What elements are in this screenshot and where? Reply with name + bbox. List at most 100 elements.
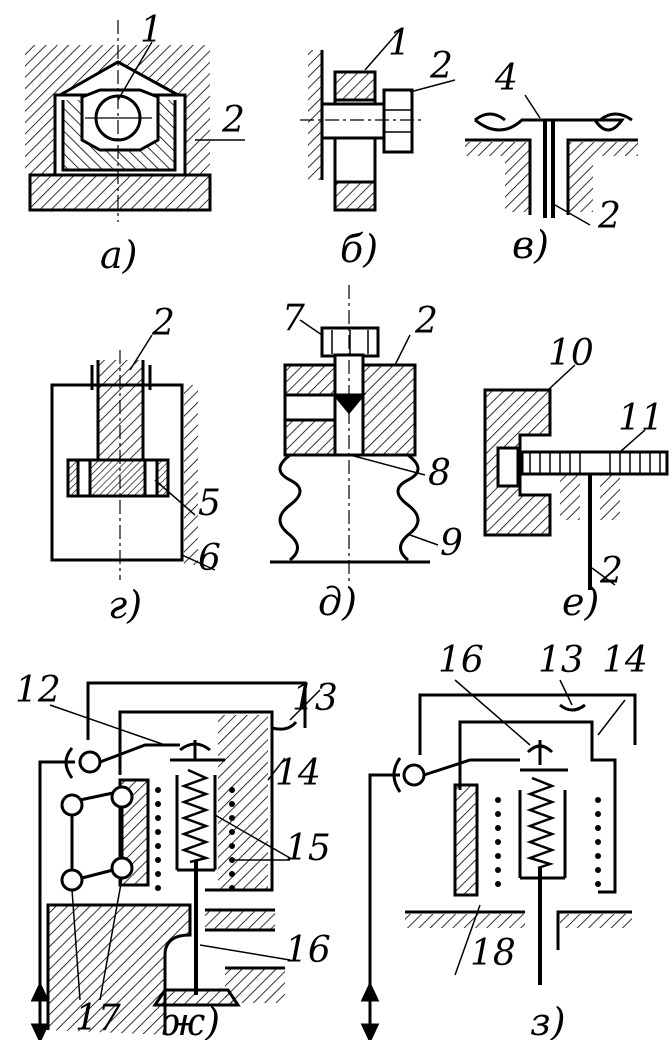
figure-g bbox=[50, 334, 216, 580]
leader-d-8 bbox=[349, 454, 426, 476]
leader-z-16 bbox=[454, 679, 531, 746]
label-zh-15: 15 bbox=[285, 828, 331, 869]
figure-zh-valve-disk bbox=[152, 988, 241, 1007]
leader-z-14 bbox=[597, 699, 626, 736]
figure-zh-pivot-3 bbox=[110, 785, 134, 809]
leader-b-2 bbox=[409, 79, 456, 93]
figure-d-bellows-left bbox=[278, 453, 302, 562]
figure-z-contact-13 bbox=[559, 703, 586, 712]
leader-zh-14 bbox=[267, 757, 286, 781]
leader-zh-17a bbox=[71, 889, 81, 1001]
label-e-2: 2 bbox=[599, 551, 623, 592]
label-z-18: 18 bbox=[470, 933, 516, 974]
leader-zh-17b bbox=[99, 877, 123, 1001]
caption-e: е) bbox=[562, 580, 599, 624]
label-v-4: 4 bbox=[494, 58, 518, 99]
label-v-2: 2 bbox=[597, 196, 621, 237]
label-b-1: 1 bbox=[388, 23, 411, 64]
figure-z-pivot bbox=[402, 763, 426, 787]
caption-g: г) bbox=[108, 583, 142, 627]
figure-zh-coil-dots bbox=[155, 787, 235, 891]
figure-z-inner-frame bbox=[458, 720, 617, 894]
leader-e-2 bbox=[591, 567, 616, 586]
leader-zh-13 bbox=[289, 689, 321, 721]
figure-z-outer-frame bbox=[418, 693, 637, 755]
leader-v-2 bbox=[554, 204, 591, 226]
label-e-10: 10 bbox=[548, 333, 594, 374]
leader-a-1 bbox=[117, 41, 153, 101]
figure-z bbox=[360, 679, 637, 1040]
figure-zh-pivot-4 bbox=[60, 868, 84, 892]
caption-v: в) bbox=[512, 223, 549, 267]
label-g-5: 5 bbox=[198, 483, 221, 524]
label-zh-13: 13 bbox=[292, 678, 338, 719]
figure-e-gear bbox=[520, 450, 669, 476]
label-zh-16: 16 bbox=[285, 930, 331, 971]
leader-g-6 bbox=[181, 554, 216, 571]
figure-b bbox=[300, 29, 456, 212]
label-z-14: 14 bbox=[602, 640, 648, 681]
figure-zh-spring bbox=[180, 768, 211, 864]
leader-d-9 bbox=[409, 534, 439, 546]
leader-b-1 bbox=[364, 29, 401, 71]
caption-z: з) bbox=[530, 1000, 566, 1040]
figure-b-gear-bottom bbox=[333, 180, 377, 212]
leader-zh-15a bbox=[214, 814, 291, 859]
figure-a-base bbox=[28, 173, 212, 212]
figure-z-lever-line bbox=[368, 773, 400, 1025]
figure-d bbox=[270, 285, 439, 585]
label-g-6: 6 bbox=[198, 538, 221, 579]
figure-b-screw-head bbox=[382, 88, 414, 154]
leader-v-4 bbox=[524, 94, 541, 119]
figure-zh-wall-hatch bbox=[218, 715, 268, 890]
leader-e-10 bbox=[547, 364, 576, 391]
figure-v bbox=[465, 94, 638, 226]
figure-a-housing-hatch bbox=[25, 45, 210, 175]
figure-b-gear-top bbox=[333, 70, 377, 102]
label-a-1: 1 bbox=[140, 10, 163, 51]
figure-zh-lever-line bbox=[38, 760, 75, 1025]
figure-e bbox=[483, 364, 669, 590]
figure-z-magnet bbox=[453, 783, 479, 897]
leader-e-11 bbox=[619, 429, 646, 453]
caption-d: д) bbox=[318, 580, 357, 624]
figure-zh-pivot-1 bbox=[78, 750, 102, 774]
leader-zh-16 bbox=[199, 944, 291, 961]
figure-zh-pivot-5 bbox=[110, 856, 134, 880]
figure-zh bbox=[30, 681, 321, 1040]
figure-zh-contact-13 bbox=[271, 720, 298, 731]
figure-b-wall-hatch bbox=[308, 50, 322, 180]
label-a-2: 2 bbox=[221, 100, 245, 141]
figure-b-screw-shank bbox=[320, 102, 386, 140]
figure-z-coil-dots bbox=[495, 797, 601, 887]
leader-g-5 bbox=[154, 479, 196, 516]
label-e-11: 11 bbox=[618, 398, 664, 439]
label-d-9: 9 bbox=[440, 523, 463, 564]
label-d-8: 8 bbox=[428, 453, 451, 494]
leader-z-18 bbox=[454, 904, 481, 976]
leader-d-7 bbox=[299, 319, 323, 336]
leader-g-2 bbox=[129, 334, 153, 371]
label-z-16: 16 bbox=[438, 640, 484, 681]
label-d-7: 7 bbox=[282, 298, 305, 339]
label-zh-12: 12 bbox=[15, 670, 61, 711]
label-z-13: 13 bbox=[538, 640, 584, 681]
leader-zh-12 bbox=[49, 704, 166, 746]
label-zh-17: 17 bbox=[75, 998, 121, 1039]
label-d-2: 2 bbox=[414, 301, 438, 342]
leader-z-13 bbox=[559, 679, 573, 706]
leader-d-2 bbox=[394, 334, 411, 366]
figure-zh-pivot-2 bbox=[60, 793, 84, 817]
caption-zh: ж) bbox=[162, 1000, 220, 1040]
figure-zh-base bbox=[46, 903, 192, 1035]
figure-d-bellows-right bbox=[396, 453, 420, 562]
figure-a bbox=[25, 20, 245, 222]
label-b-2: 2 bbox=[429, 46, 453, 87]
label-zh-14: 14 bbox=[275, 753, 321, 794]
figure-z-base-right bbox=[556, 910, 632, 950]
figure-z-spring bbox=[526, 776, 556, 870]
caption-a: а) bbox=[100, 233, 137, 277]
label-g-2: 2 bbox=[151, 303, 175, 344]
